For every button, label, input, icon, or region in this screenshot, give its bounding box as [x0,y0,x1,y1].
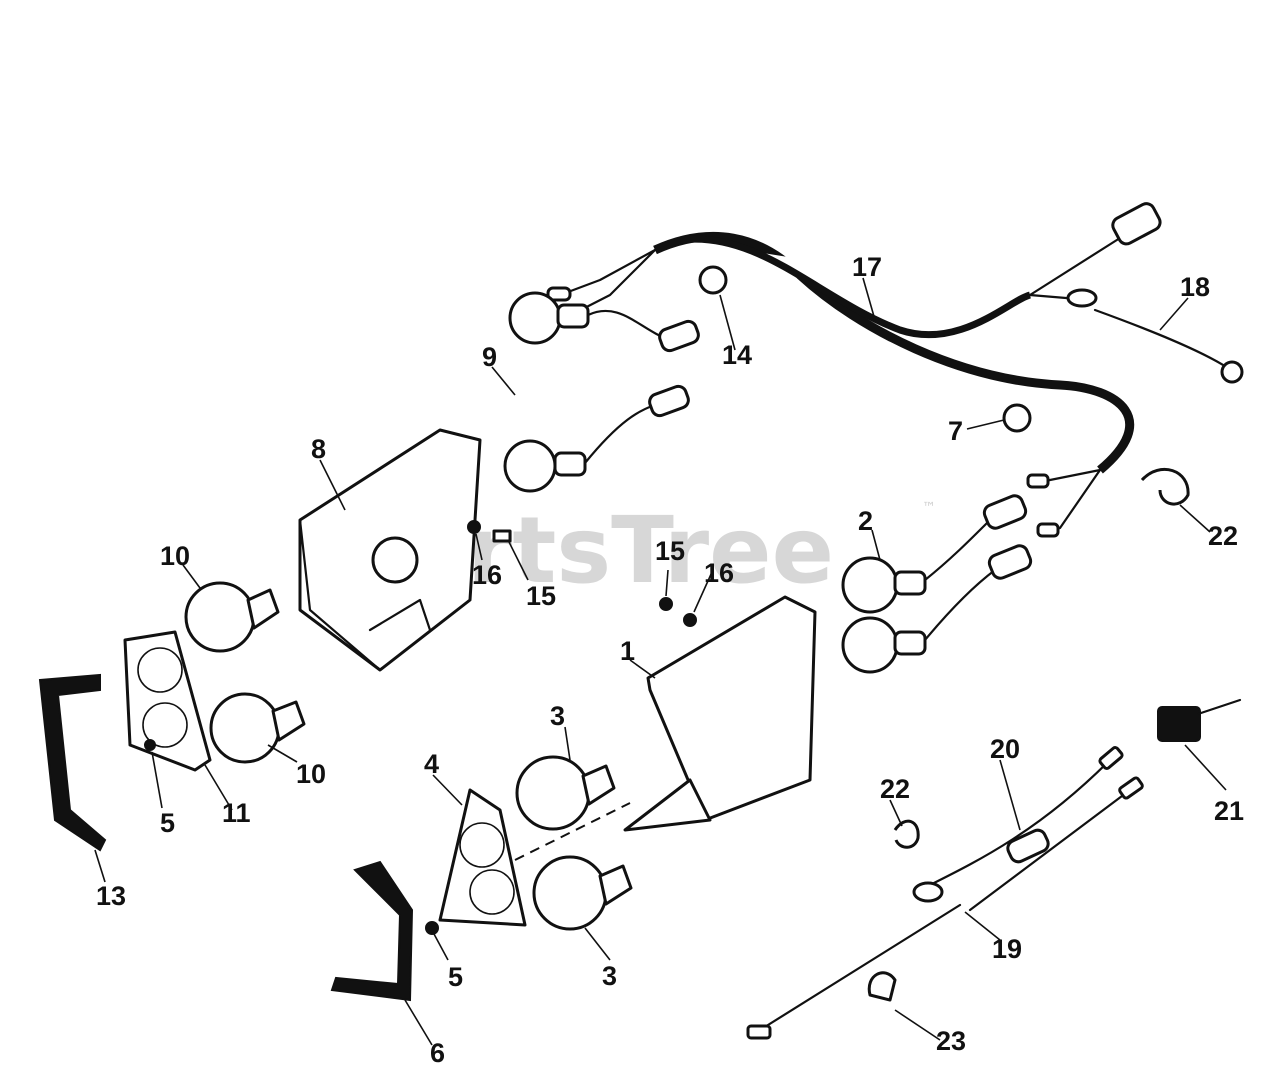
callout-8: 8 [311,434,326,464]
nut-16b [683,613,697,627]
callout-15-center: 15 [655,536,685,566]
lamp-plate-11 [123,630,212,772]
grommet-14 [698,265,728,295]
screw-5a [144,739,156,751]
callout-3-upper: 3 [550,701,565,731]
light-bracket-housing-8 [298,428,482,672]
bolt-15b [659,597,673,611]
clip-22b [893,819,920,849]
watermark-trademark: ™ [922,500,936,516]
callout-5-left: 5 [160,808,175,838]
light-bracket-housing-1 [623,595,817,832]
callout-22-left: 22 [880,774,910,804]
lamp-socket-assembly-lower [841,494,1033,674]
callout-6: 6 [430,1038,445,1068]
lamp-plate-4 [438,788,527,927]
callout-18: 18 [1180,272,1210,302]
callout-22-right: 22 [1208,521,1238,551]
callout-labels: 1 2 3 3 4 5 5 6 7 8 9 10 10 11 13 14 15 … [96,252,1244,1068]
callout-2: 2 [858,506,873,536]
callout-14: 14 [722,340,752,370]
nut-16a [467,520,481,534]
sealed-beam-lamp-3a [515,755,616,831]
callout-16-center: 16 [704,558,734,588]
callout-21: 21 [1214,796,1244,826]
screw-5b [425,921,439,935]
callout-23: 23 [936,1026,966,1056]
callout-20: 20 [990,734,1020,764]
light-switch-wiring [746,746,1144,1040]
callout-4: 4 [424,749,439,779]
callout-10-lower: 10 [296,759,326,789]
callout-19: 19 [992,934,1022,964]
callout-11: 11 [222,798,251,828]
callout-17: 17 [852,252,882,282]
alignment-line [514,802,631,861]
ground-lead [1093,308,1244,384]
callout-16-left: 16 [472,560,502,590]
mounting-bracket-13 [38,673,107,852]
callout-3-lower: 3 [602,961,617,991]
callout-7: 7 [948,416,963,446]
grommet-7 [1002,403,1032,433]
mounting-bracket-6 [330,860,414,1002]
bolt-15a [492,529,512,543]
leader-lines [94,277,1227,1046]
callout-15-left: 15 [526,581,556,611]
callout-1: 1 [620,636,635,666]
lamp-socket-assembly-upper [503,291,700,493]
callout-9: 9 [482,342,497,372]
sealed-beam-lamp-10a [184,581,280,653]
sealed-beam-lamp-3b [532,855,633,931]
sealed-beam-lamp-10b [209,692,306,764]
callout-13: 13 [96,881,126,911]
callout-5-right: 5 [448,962,463,992]
toggle-switch [1157,698,1242,742]
clip-22a [1140,467,1190,506]
callout-10-upper: 10 [160,541,190,571]
